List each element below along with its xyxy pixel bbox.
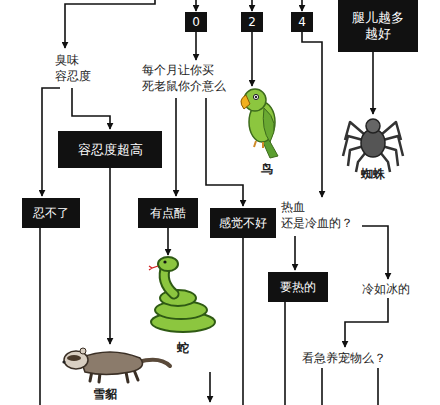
spider-head — [366, 119, 380, 133]
ferret-nose — [62, 360, 65, 363]
answer-box: 忍不了 — [22, 198, 80, 228]
flow-line — [65, 0, 155, 48]
answer-box: 腿儿越多 越好 — [338, 0, 418, 52]
flow-line — [175, 98, 177, 196]
flow-line — [362, 226, 388, 279]
answer-box: 有点酷 — [138, 198, 198, 228]
box-text: 0 — [192, 14, 200, 30]
answer-text: 冷如冰的 — [362, 281, 410, 297]
ferret-mask — [67, 355, 81, 361]
answer-box: 要热的 — [268, 272, 328, 302]
parrot-illustration — [241, 89, 278, 158]
flow-line — [301, 0, 303, 11]
flow-line — [321, 368, 323, 405]
spider-illustration — [343, 119, 403, 172]
box-text: 容忍度超高 — [78, 142, 143, 158]
flow-line — [109, 168, 111, 344]
animal-caption: 蛇 — [177, 340, 189, 356]
snake-illustration — [149, 257, 215, 332]
flow-line — [195, 32, 197, 60]
animal-caption: 鸟 — [261, 161, 273, 177]
question-text: 每个月让你买 死老鼠你介意么 — [142, 62, 226, 94]
choice-box: 0 — [185, 12, 207, 32]
flow-line — [251, 32, 253, 86]
animal-caption: 雪貂 — [93, 386, 117, 402]
animal-caption: 蜘蛛 — [361, 166, 385, 182]
flow-line — [284, 302, 286, 405]
ferret-body — [80, 352, 142, 375]
parrot-beak — [241, 95, 250, 109]
flow-line — [206, 98, 243, 206]
snake-tongue — [149, 266, 158, 270]
box-text: 腿儿越多 越好 — [352, 10, 404, 42]
ferret-ear — [80, 348, 86, 354]
parrot-eye — [253, 94, 258, 99]
question-text: 热血 还是冷血的？ — [281, 199, 353, 231]
flow-line — [372, 52, 374, 114]
snake-head — [158, 257, 178, 271]
flow-line — [377, 368, 379, 405]
parrot-feet — [254, 141, 263, 148]
box-text: 2 — [248, 14, 256, 30]
choice-box: 4 — [291, 12, 313, 32]
flow-line — [251, 0, 253, 11]
answer-box: 感觉不好 — [210, 208, 276, 238]
choice-box: 2 — [241, 12, 263, 32]
answer-box: 容忍度超高 — [58, 131, 162, 168]
box-text: 感觉不好 — [219, 215, 267, 231]
flow-line — [345, 298, 388, 347]
box-text: 有点酷 — [150, 205, 186, 221]
snake-eye — [163, 260, 166, 263]
flow-line — [242, 238, 244, 405]
parrot-pupil — [255, 96, 257, 98]
flow-line — [209, 372, 211, 402]
flow-line — [302, 32, 322, 197]
flow-line — [294, 236, 296, 270]
flow-line — [167, 228, 169, 255]
flow-lines — [40, 0, 388, 405]
ferret-illustration — [62, 348, 170, 382]
box-text: 忍不了 — [33, 205, 69, 221]
question-text: 看急养宠物么？ — [302, 350, 386, 366]
parrot-wing — [263, 108, 274, 142]
flow-line — [39, 228, 41, 405]
flow-line — [195, 0, 197, 11]
question-text: 臭味 容忍度 — [55, 52, 91, 84]
box-text: 要热的 — [280, 279, 316, 295]
flow-line — [72, 88, 110, 129]
box-text: 4 — [298, 14, 306, 30]
